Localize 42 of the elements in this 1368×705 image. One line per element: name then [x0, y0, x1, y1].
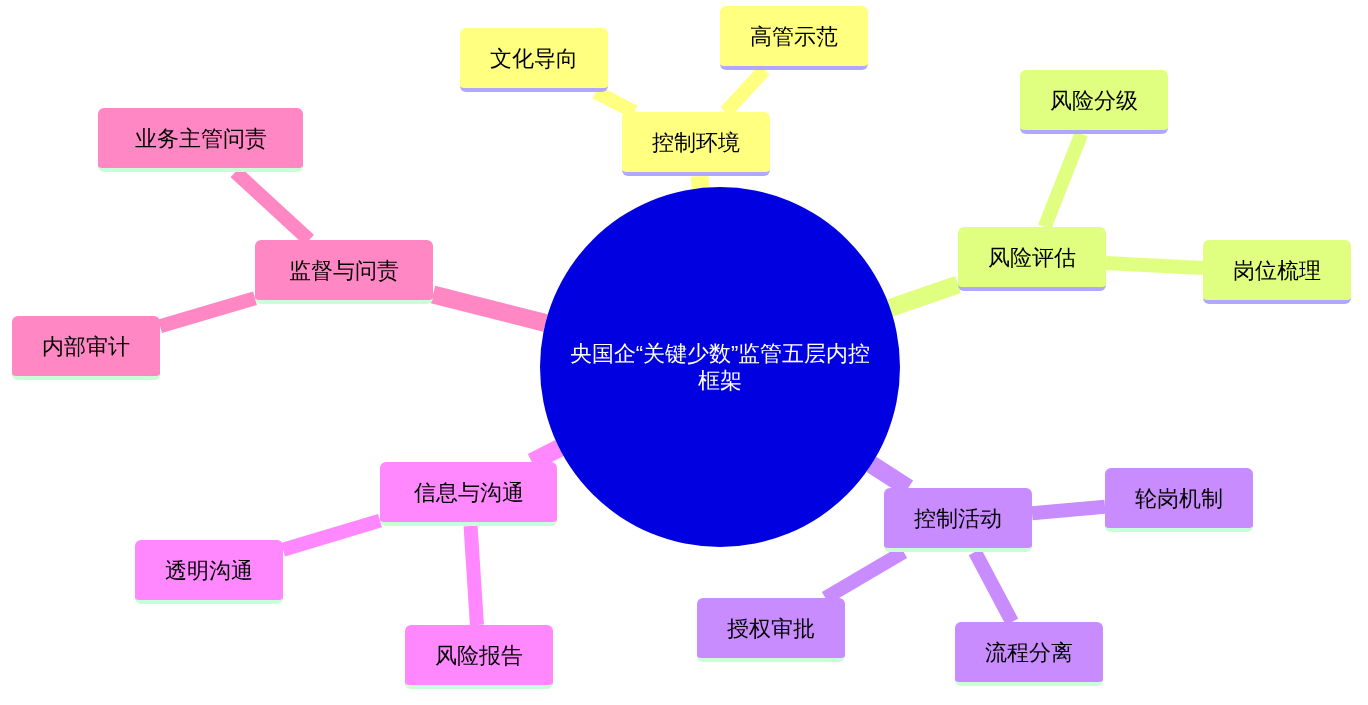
topic-box [1203, 240, 1351, 304]
topic-label: 风险分级 [1050, 86, 1138, 115]
topic-box [380, 462, 557, 526]
topic-label: 控制环境 [652, 128, 740, 157]
topic-label: 风险报告 [435, 641, 523, 670]
connector-line [887, 276, 961, 317]
topic-label: 透明沟通 [165, 556, 253, 585]
topic-label: 流程分离 [985, 638, 1073, 667]
topic-label: 授权审批 [727, 614, 815, 643]
topic-label: 信息与沟通 [413, 478, 524, 507]
topic-box [12, 316, 160, 380]
topic-label: 控制活动 [914, 504, 1002, 533]
topic-box [1020, 70, 1168, 134]
central-topic: 央国企“关键少数”监管五层内控框架 [568, 339, 872, 395]
connector-line [1031, 499, 1106, 521]
connector-line [280, 513, 383, 557]
topic-box [460, 28, 608, 92]
topic-label: 监督与问责 [289, 256, 399, 285]
topic-label: 内部审计 [42, 332, 130, 361]
topic-label: 轮岗机制 [1135, 484, 1223, 513]
connector-line [158, 291, 257, 333]
topic-box [955, 622, 1103, 686]
topic-label: 岗位梳理 [1233, 256, 1321, 285]
connector-line [1105, 255, 1204, 276]
topic-label: 风险评估 [988, 243, 1076, 272]
connector-line [690, 175, 710, 189]
topic-box [884, 488, 1032, 552]
topic-label: 业务主管问责 [134, 124, 267, 153]
topic-box [405, 625, 553, 689]
topic-label: 高管示范 [750, 22, 838, 51]
topic-box [697, 598, 845, 662]
topic-box [135, 540, 283, 604]
connector-line [430, 285, 548, 332]
topic-box [98, 108, 303, 172]
topic-box [255, 240, 433, 304]
topic-box [720, 6, 868, 70]
connector-line [463, 525, 484, 626]
topic-box [1105, 468, 1253, 532]
connector-line [1038, 131, 1088, 230]
topic-box [622, 112, 770, 176]
topic-label: 文化导向 [490, 44, 578, 73]
topic-box [958, 227, 1106, 291]
